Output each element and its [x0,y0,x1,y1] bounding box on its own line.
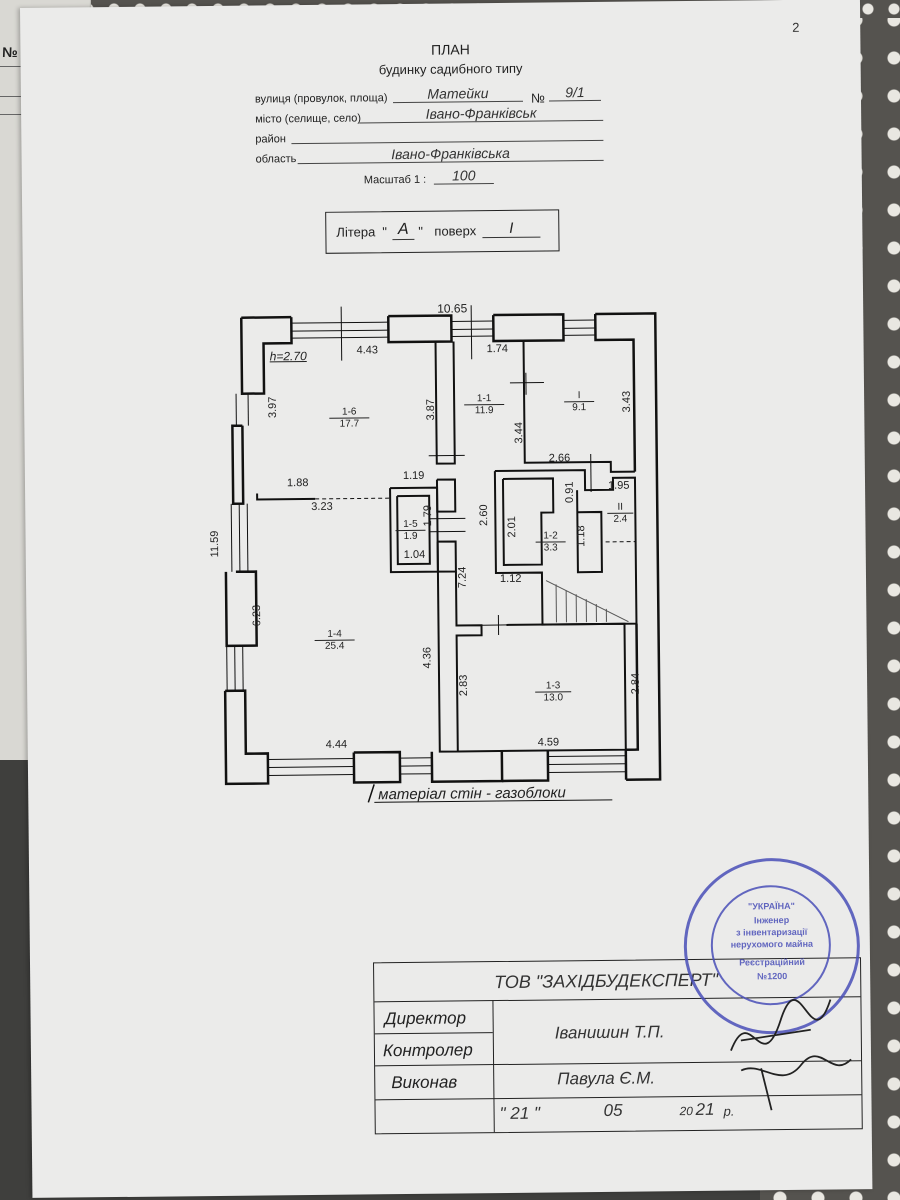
date-year-prefix: 20 [679,1104,694,1119]
dim-label: 3.44 [513,422,526,444]
outer-walls [223,312,662,786]
executor-name: Павула Є.М. [557,1068,656,1089]
date-day: " 21 " [499,1103,541,1124]
room-id: I [564,390,595,403]
director-label: Директор [384,1008,467,1029]
dim-label: 4.36 [421,646,434,669]
dim-label: 7.24 [456,566,469,589]
room-id: 1-4 [314,628,355,641]
ceiling-height-label: h=2.70 [269,349,307,364]
room-area: 17.7 [339,418,360,430]
dim-label: 3.87 [424,398,438,421]
room-area: 11.9 [474,405,494,417]
dim-label: 11.59 [208,530,222,558]
room-area: 3.3 [543,542,558,554]
material-underline [374,799,613,803]
room-id: 1-3 [535,680,572,693]
dim-label: 6.23 [250,604,264,627]
tick-marks [340,305,592,636]
dim-label: 3.23 [311,500,333,513]
dim-label: 0.91 [563,481,576,504]
dim-label: 1.88 [286,477,309,490]
controller-label: Контролер [382,1040,473,1061]
dim-label: 1.95 [607,479,630,492]
inner-walls [256,340,638,753]
dim-label: 1.04 [403,548,426,562]
dim-label: 3.43 [620,390,633,413]
material-leader [367,784,375,803]
dim-label: 4.59 [537,736,560,749]
dim-label: 2.83 [457,674,470,697]
room-area: 2.4 [613,513,628,525]
dim-total-width: 10.65 [437,301,468,316]
room-id: 1-2 [535,530,566,543]
room-label: 1-4 25.4 [314,628,355,652]
dim-label: 2.66 [548,452,571,465]
dim-label: 1.19 [402,469,425,483]
room-label: 1-1 11.9 [464,392,505,417]
room-area: 1.9 [403,530,418,543]
window-lines [226,319,627,776]
executor-label: Виконав [391,1072,458,1093]
dim-label: 1.18 [575,525,588,547]
company-name: ТОВ "ЗАХІДБУДЕКСПЕРТ" [494,969,719,993]
dim-label: 3.97 [266,396,280,419]
dim-label: 1.12 [499,572,522,586]
dim-label: 2.60 [477,504,491,526]
room-label: II 2.4 [607,501,634,525]
date-year: 21 [695,1099,715,1119]
room-area: 25.4 [324,640,345,652]
room-label: 1-6 17.7 [329,406,370,430]
seal-text: Інженер [753,914,790,926]
material-note: матеріал стін - газоблоки [378,784,566,804]
seal-text: з інвентаризації [736,926,808,938]
room-id: 1-6 [329,406,370,419]
room-area: 9.1 [572,402,587,414]
room-label: 1-5 1.9 [395,518,426,543]
dim-label: 2.84 [629,672,642,695]
seal-text: нерухомого майна [730,938,814,950]
room-id: II [607,501,634,514]
controller-name: Іванишин Т.П. [554,1022,665,1043]
room-id: 1-5 [395,518,426,532]
dim-label: 4.43 [356,344,379,357]
floor-plan [223,305,662,803]
dim-label: 4.44 [325,738,348,751]
room-label: 1-2 3.3 [535,530,566,554]
dim-label: 1.74 [486,342,509,356]
stairs [545,580,629,623]
date-month: 05 [603,1100,623,1120]
room-id: 1-1 [464,392,505,406]
room-label: 1-3 13.0 [535,680,572,704]
dim-label: 2.01 [506,516,519,538]
plan-sheet: 2 ПЛАН будинку садибного типу вулиця (пр… [20,0,873,1198]
room-area: 13.0 [543,692,564,704]
seal-text: "УКРАЇНА" [747,900,795,912]
room-label: I 9.1 [564,390,595,414]
dashed-lines [315,497,636,616]
handwritten-signatures [730,999,852,1111]
